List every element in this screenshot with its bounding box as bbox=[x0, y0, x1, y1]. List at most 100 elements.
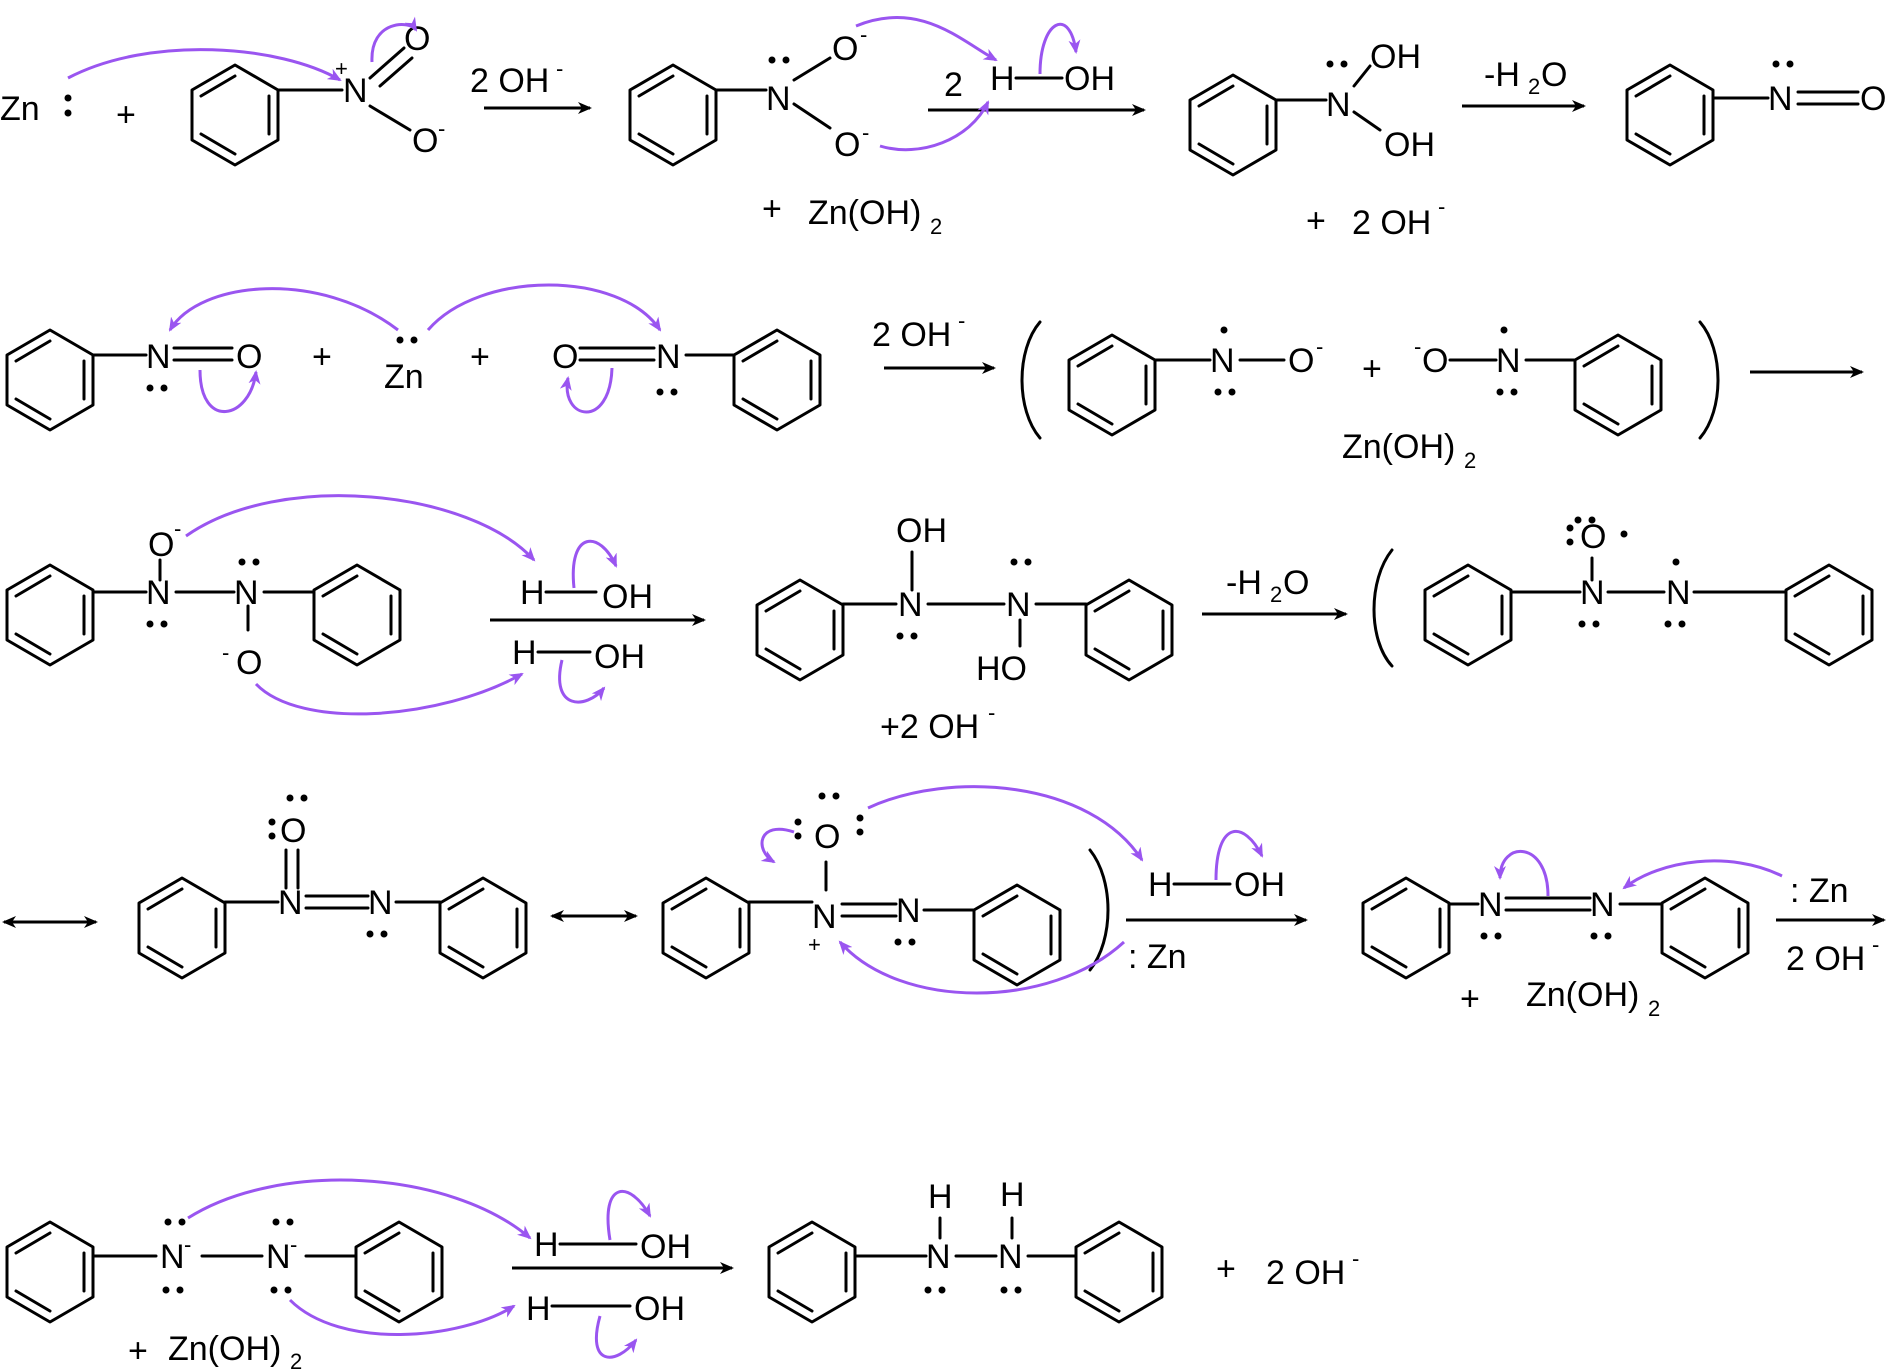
elimination-water: -H bbox=[1484, 56, 1520, 94]
oxygen-atom: O bbox=[1288, 342, 1314, 380]
oxygen-atom: O bbox=[834, 126, 860, 164]
oxygen-atom: O bbox=[148, 526, 174, 564]
electron-push-arrow-icon bbox=[254, 672, 524, 716]
negative-charge: - bbox=[290, 1232, 297, 1257]
water-oxygen: O bbox=[1541, 56, 1567, 94]
nitrogen-atom: N bbox=[812, 898, 837, 936]
negative-charge: - bbox=[1438, 194, 1445, 219]
oxygen-atom: O bbox=[236, 338, 262, 376]
byproduct-zinc-hydroxide: Zn(OH) bbox=[808, 194, 921, 232]
bracket-right bbox=[1698, 320, 1720, 440]
hydroxyl-group: OH bbox=[1384, 126, 1435, 164]
row-5: N - N - + Zn(OH) 2 H OH H OH N H N H bbox=[5, 1176, 1359, 1369]
reagent-2oh: 2 OH bbox=[872, 316, 951, 354]
reagent-zn: : Zn bbox=[1790, 872, 1849, 910]
plus-sign: + bbox=[1460, 980, 1480, 1018]
electron-push-arrow-icon bbox=[571, 539, 618, 589]
oxygen-atom: O bbox=[552, 338, 578, 376]
plus-sign: + bbox=[1362, 350, 1382, 388]
electron-push-arrow-icon bbox=[1038, 22, 1081, 75]
benzene-ring-icon bbox=[1625, 63, 1715, 167]
row-3: N O - N - O H OH H OH N OH N HO bbox=[5, 494, 1874, 746]
subscript-2: 2 bbox=[290, 1349, 302, 1369]
oxygen-atom: O bbox=[236, 644, 262, 682]
electron-push-arrow-icon bbox=[67, 48, 342, 82]
benzene-ring-icon bbox=[1084, 578, 1174, 682]
reagent-2oh: 2 OH bbox=[470, 62, 549, 100]
negative-charge: - bbox=[1316, 334, 1323, 359]
benzene-ring-icon bbox=[755, 578, 845, 682]
negative-charge: - bbox=[438, 116, 445, 141]
oxygen-atom: O bbox=[412, 122, 438, 160]
reagent-zn: : Zn bbox=[1128, 938, 1187, 976]
nitrogen-atom: N bbox=[896, 892, 921, 930]
bracket-left bbox=[1372, 548, 1394, 668]
byproduct-zinc-hydroxide: Zn(OH) bbox=[1526, 976, 1639, 1014]
negative-charge: - bbox=[1414, 334, 1421, 359]
benzene-ring-icon bbox=[767, 1220, 857, 1324]
nitrogen-atom: N bbox=[1768, 80, 1793, 118]
nitrogen-atom: N bbox=[266, 1238, 291, 1276]
nitrogen-atom: N bbox=[998, 1238, 1023, 1276]
benzene-ring-icon bbox=[190, 63, 280, 167]
oxygen-atom: O bbox=[832, 30, 858, 68]
electron-push-arrow-icon bbox=[760, 827, 795, 864]
hydroxyl-group: OH bbox=[1064, 60, 1115, 98]
plus-sign: + bbox=[116, 96, 136, 134]
nitrogen-atom: N bbox=[1496, 342, 1521, 380]
negative-charge: - bbox=[1352, 1246, 1359, 1271]
hydrogen-atom: H bbox=[512, 634, 537, 672]
hydrogen-atom: H bbox=[520, 574, 545, 612]
benzene-ring-icon bbox=[1573, 333, 1663, 437]
nitrogen-atom: N bbox=[278, 884, 303, 922]
byproduct-2oh: +2 OH bbox=[880, 708, 979, 746]
electron-push-arrow-icon bbox=[168, 287, 399, 332]
hydroxyl-group: OH bbox=[594, 638, 645, 676]
negative-charge: - bbox=[988, 700, 995, 725]
plus-sign: + bbox=[1306, 202, 1326, 240]
benzene-ring-icon bbox=[1423, 563, 1513, 667]
nitrogen-atom: N bbox=[656, 338, 681, 376]
electron-push-arrow-icon bbox=[558, 659, 606, 704]
benzene-ring-icon bbox=[972, 883, 1062, 987]
benzene-ring-icon bbox=[1361, 876, 1451, 980]
elimination-water: -H bbox=[1226, 564, 1262, 602]
nitrogen-atom: N bbox=[1326, 86, 1351, 124]
plus-sign: + bbox=[762, 190, 782, 228]
electron-push-arrow-icon bbox=[594, 1315, 638, 1359]
hydrogen-atom: H bbox=[534, 1226, 559, 1264]
negative-charge: - bbox=[556, 56, 563, 81]
hydroxyl-group: OH bbox=[896, 512, 947, 550]
electron-push-arrow-icon bbox=[838, 940, 1126, 995]
nitrogen-atom: N bbox=[146, 338, 171, 376]
nitrogen-atom: N bbox=[898, 586, 923, 624]
nitrogen-atom: N bbox=[1006, 586, 1031, 624]
negative-charge: - bbox=[1872, 932, 1879, 957]
benzene-ring-icon bbox=[312, 563, 402, 667]
benzene-ring-icon bbox=[661, 876, 751, 980]
benzene-ring-icon bbox=[5, 1220, 95, 1324]
subscript-2: 2 bbox=[1464, 448, 1476, 473]
electron-push-arrow-icon bbox=[559, 367, 614, 414]
nitrogen-atom: N bbox=[766, 80, 791, 118]
electron-push-arrow-icon bbox=[1622, 859, 1783, 890]
hydroxyl-group: HO bbox=[976, 650, 1027, 688]
hydrogen-atom: H bbox=[1000, 1176, 1025, 1214]
benzene-ring-icon bbox=[1074, 1220, 1164, 1324]
water-oxygen: O bbox=[1283, 564, 1309, 602]
benzene-ring-icon bbox=[137, 876, 227, 980]
byproduct-2oh: 2 OH bbox=[1352, 204, 1431, 242]
nitrogen-atom: N bbox=[1666, 574, 1691, 612]
electron-push-arrow-icon bbox=[867, 785, 1144, 862]
subscript-2: 2 bbox=[1648, 996, 1660, 1021]
zn-label: Zn bbox=[384, 358, 424, 396]
electron-push-arrow-icon bbox=[370, 16, 418, 63]
benzene-ring-icon bbox=[1067, 333, 1157, 437]
row-4: N O N N + O N H OH bbox=[2, 785, 1886, 1021]
plus-sign: + bbox=[128, 1332, 148, 1369]
row-1: Zn + N + O O - 2 OH - N O - O - + Zn(OH)… bbox=[0, 15, 1886, 242]
electron-push-arrow-icon bbox=[1494, 850, 1550, 897]
negative-charge: - bbox=[184, 1232, 191, 1257]
lone-pair-dot bbox=[64, 94, 72, 102]
electron-push-arrow-icon bbox=[288, 1298, 516, 1336]
